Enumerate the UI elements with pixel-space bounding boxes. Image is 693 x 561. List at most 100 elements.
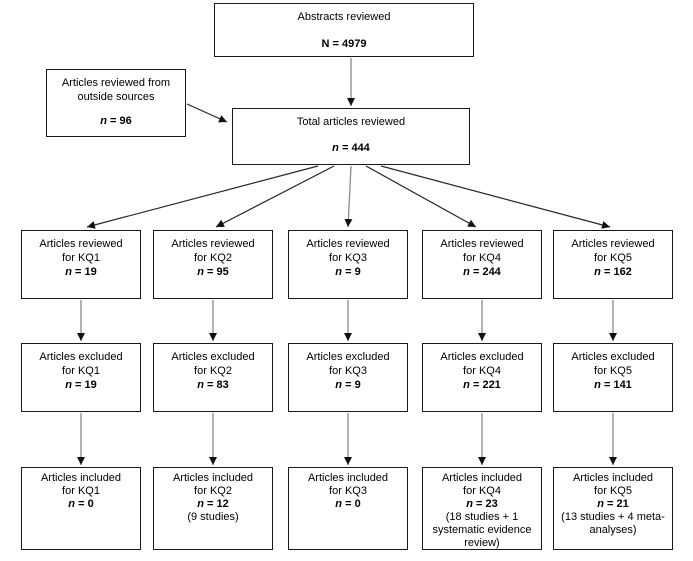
count-label: n: [68, 498, 76, 510]
box-included-kq4: Articles included for KQ4 n = 23 (18 stu…: [422, 467, 542, 550]
arrow-total-to-kq1: [86, 165, 319, 229]
box-subtitle: for KQ4: [463, 485, 501, 497]
spacer: [218, 24, 470, 37]
box-subtitle: for KQ4: [463, 252, 501, 264]
count-label: n: [197, 379, 204, 391]
box-subtitle: for KQ5: [594, 252, 632, 264]
count-value: = 0: [78, 498, 94, 510]
box-excluded-kq1: Articles excluded for KQ1 n = 19: [21, 343, 141, 412]
count-label: n: [197, 498, 204, 510]
box-excluded-kq3: Articles excluded for KQ3 n = 9: [288, 343, 408, 412]
box-subtitle: for KQ4: [463, 365, 501, 377]
box-subtitle: for KQ3: [329, 365, 367, 377]
box-title: Articles reviewed: [171, 238, 255, 250]
box-title: Articles included: [307, 472, 389, 484]
box-title: Articles excluded: [171, 351, 255, 363]
count-text: n = 95: [157, 265, 269, 279]
count-text: n = 0: [292, 498, 404, 511]
note-text: (18 studies + 1 systematic evidence revi…: [432, 511, 532, 549]
count-label: n: [332, 142, 339, 154]
count-label: n: [100, 115, 107, 127]
count-text: n = 12: [157, 498, 269, 511]
box-title: Articles excluded: [39, 351, 123, 363]
count-text: n = 244: [426, 265, 538, 279]
box-included-kq2: Articles included for KQ2 n = 12 (9 stud…: [153, 467, 273, 550]
count-value: = 4979: [332, 38, 367, 50]
count-text: N = 4979: [218, 37, 470, 51]
box-title: Articles included: [40, 472, 122, 484]
count-text: n = 23: [426, 498, 538, 511]
box-title: Articles excluded: [306, 351, 390, 363]
box-title: Articles included: [172, 472, 254, 484]
count-label: n: [197, 266, 204, 278]
box-title: Articles reviewed from outside sources: [61, 77, 171, 103]
box-excluded-kq4: Articles excluded for KQ4 n = 221: [422, 343, 542, 412]
count-label: n: [65, 266, 72, 278]
box-reviewed-kq3: Articles reviewed for KQ3 n = 9: [288, 230, 408, 299]
count-value: = 95: [207, 266, 229, 278]
box-subtitle: for KQ2: [194, 252, 232, 264]
count-value: = 96: [110, 115, 132, 127]
box-title: Articles included: [572, 472, 654, 484]
count-value: = 141: [603, 379, 632, 391]
count-text: n = 19: [25, 265, 137, 279]
count-label: n: [594, 266, 601, 278]
count-label: n: [463, 266, 470, 278]
count-value: = 9: [345, 379, 361, 391]
count-value: = 19: [75, 266, 97, 278]
box-included-kq5: Articles included for KQ5 n = 21 (13 stu…: [553, 467, 673, 550]
box-subtitle: for KQ1: [62, 252, 100, 264]
box-subtitle: for KQ5: [594, 485, 632, 497]
box-title: Total articles reviewed: [296, 116, 406, 128]
box-title: Articles reviewed: [440, 238, 524, 250]
count-label: n: [597, 498, 604, 510]
box-title: Abstracts reviewed: [297, 11, 391, 23]
count-text: n = 96: [50, 114, 182, 128]
count-value: = 12: [207, 498, 229, 510]
box-included-kq3: Articles included for KQ3 n = 0: [288, 467, 408, 550]
count-text: n = 19: [25, 378, 137, 392]
count-text: n = 21: [557, 498, 669, 511]
count-text: n = 162: [557, 265, 669, 279]
count-value: = 21: [607, 498, 629, 510]
box-subtitle: for KQ2: [194, 485, 232, 497]
box-reviewed-kq5: Articles reviewed for KQ5 n = 162: [553, 230, 673, 299]
count-text: n = 9: [292, 265, 404, 279]
box-subtitle: for KQ3: [329, 485, 367, 497]
count-label: n: [335, 379, 343, 391]
count-text: n = 221: [426, 378, 538, 392]
box-title: Articles reviewed: [306, 238, 390, 250]
count-value: = 0: [345, 498, 361, 510]
count-text: n = 141: [557, 378, 669, 392]
count-label: n: [463, 379, 470, 391]
box-title: Articles reviewed: [39, 238, 123, 250]
spacer: [50, 104, 182, 114]
spacer: [236, 129, 466, 141]
count-label: n: [466, 498, 473, 510]
box-reviewed-kq2: Articles reviewed for KQ2 n = 95: [153, 230, 273, 299]
count-value: = 9: [345, 266, 361, 278]
count-value: = 83: [207, 379, 229, 391]
box-subtitle: for KQ2: [194, 365, 232, 377]
count-value: = 23: [476, 498, 498, 510]
box-title: Articles excluded: [440, 351, 524, 363]
count-value: = 244: [472, 266, 501, 278]
arrow-total-to-kq4: [365, 165, 477, 228]
count-label: N: [321, 38, 330, 50]
box-included-kq1: Articles included for KQ1 n = 0: [21, 467, 141, 550]
arrow-total-to-kq2: [215, 165, 335, 228]
box-subtitle: for KQ3: [329, 252, 367, 264]
box-subtitle: for KQ1: [62, 365, 100, 377]
arrow-outside-to-total: [186, 103, 228, 123]
count-label: n: [335, 266, 343, 278]
box-outside-sources: Articles reviewed from outside sources n…: [46, 69, 186, 137]
box-title: Articles included: [441, 472, 523, 484]
arrow-total-to-kq3: [344, 165, 353, 228]
count-label: n: [335, 498, 343, 510]
count-label: n: [594, 379, 601, 391]
box-reviewed-kq1: Articles reviewed for KQ1 n = 19: [21, 230, 141, 299]
box-title: Articles reviewed: [571, 238, 655, 250]
box-total-articles: Total articles reviewed n = 444: [232, 108, 470, 165]
box-subtitle: for KQ5: [594, 365, 632, 377]
